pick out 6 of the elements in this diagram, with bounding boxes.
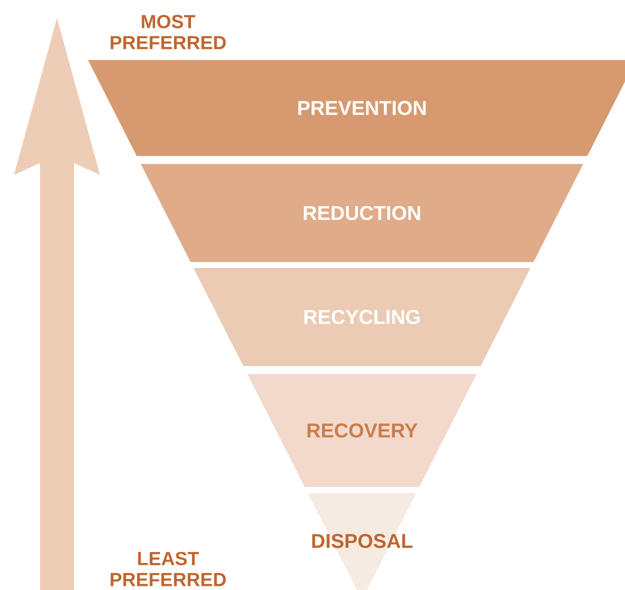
pyramid-band: REDUCTION: [140, 164, 584, 262]
axis-label: LEAST PREFERRED: [110, 552, 226, 586]
pyramid-band: PREVENTION: [88, 60, 625, 156]
pyramid-band: RECYCLING: [194, 268, 530, 366]
pyramid-band: DISPOSAL: [308, 493, 416, 590]
pyramid-band: RECOVERY: [247, 374, 477, 487]
